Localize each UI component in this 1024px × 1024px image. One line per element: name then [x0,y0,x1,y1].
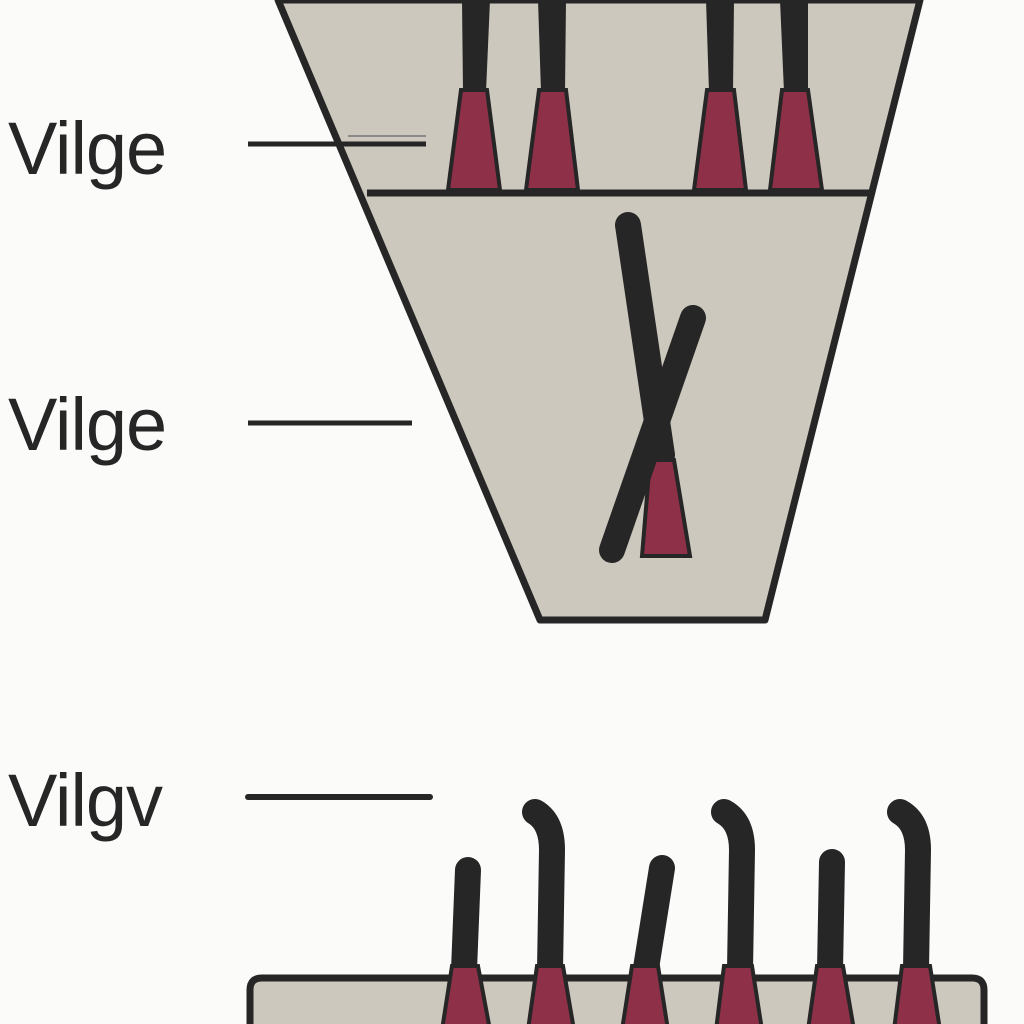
label-top: Vilge [8,107,167,190]
crossed-strand-dark [599,305,706,563]
top-strand [523,0,581,192]
bottom-strand [522,799,575,1024]
middle-crossed-strands [599,212,706,563]
top-strands [445,0,825,192]
bottom-strand [806,849,855,1024]
bottom-strand [620,855,675,1024]
top-strand [691,0,749,192]
funnel-panel [274,0,924,624]
crossed-strand-root [639,458,693,558]
label-middle: Vilge [8,383,167,466]
top-strand [445,0,503,192]
bottom-strands [440,799,942,1024]
bottom-strand [711,799,764,1024]
base-block [246,974,988,1024]
bottom-strand [887,799,942,1024]
bottom-strand [440,857,491,1024]
label-bottom: Vilgv [8,759,163,842]
top-strand [767,0,825,192]
